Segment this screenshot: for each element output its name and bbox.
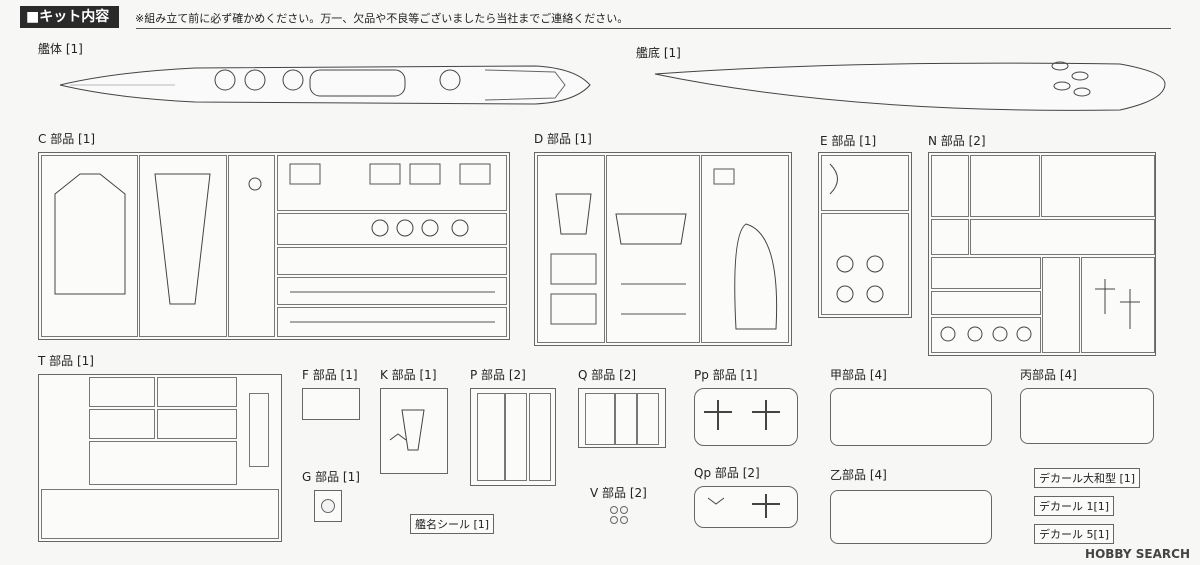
- header-divider: [136, 28, 1171, 29]
- v-parts-label: V 部品 [2]: [590, 486, 647, 500]
- hei-parts-sprue: [1020, 388, 1154, 444]
- qp-parts-label: Qp 部品 [2]: [694, 466, 760, 480]
- e-sub-2: [821, 213, 909, 315]
- c-parts-drawing: [54, 163, 495, 323]
- e-sub-1: [821, 155, 909, 211]
- p-sub-2: [505, 393, 527, 481]
- n-sub-9: [931, 291, 1041, 315]
- c-sub-6: [277, 247, 507, 275]
- hull-drawing: [59, 65, 591, 105]
- hei-parts-label: 丙部品 [4]: [1020, 368, 1077, 382]
- c-sub-8: [277, 307, 507, 337]
- v-part-2: [620, 506, 628, 514]
- g-part: [321, 499, 335, 513]
- bottom-label: 艦底 [1]: [636, 46, 681, 60]
- p-sub-3: [529, 393, 551, 481]
- c-parts-label: C 部品 [1]: [38, 132, 96, 146]
- d-parts-sprue: [534, 152, 792, 346]
- f-parts-label: F 部品 [1]: [302, 368, 358, 382]
- watermark-logo: HOBBY SEARCH: [1085, 547, 1190, 561]
- g-parts-label: G 部品 [1]: [302, 470, 360, 484]
- c-parts-sprue: [38, 152, 510, 340]
- n-sub-6: [931, 257, 1041, 289]
- decal-1-label: デカール 1[1]: [1034, 496, 1115, 516]
- c-sub-7: [277, 277, 507, 305]
- otsu-parts-label: 乙部品 [4]: [830, 468, 887, 482]
- d-sub-1: [537, 155, 605, 343]
- e-parts-sprue: [818, 152, 912, 318]
- v-part-4: [620, 516, 628, 524]
- n-sub-3: [1041, 155, 1155, 217]
- n-sub-5: [970, 219, 1155, 255]
- k-parts-drawing: [389, 409, 425, 451]
- p-parts-label: P 部品 [2]: [470, 368, 526, 382]
- pp-parts-drawing: [704, 400, 780, 430]
- t-sub-4: [157, 409, 237, 439]
- p-sub-1: [477, 393, 505, 481]
- t-sub-6: [249, 393, 269, 467]
- k-parts-sprue: [380, 388, 448, 474]
- otsu-parts-sprue: [830, 490, 992, 544]
- p-parts-sprue: [470, 388, 556, 486]
- n-sub-2: [970, 155, 1040, 217]
- n-parts-label: N 部品 [2]: [928, 134, 986, 148]
- qp-parts-sprue: [694, 486, 798, 528]
- name-seal-label: 艦名シール [1]: [410, 514, 495, 534]
- v-part-1: [610, 506, 618, 514]
- d-sub-3: [701, 155, 789, 343]
- n-sub-1: [931, 155, 969, 217]
- pp-parts-sprue: [694, 388, 798, 446]
- n-sub-7: [1042, 257, 1080, 353]
- decal-5-label: デカール 5[1]: [1034, 524, 1115, 544]
- c-sub-3: [228, 155, 275, 337]
- t-sub-1: [89, 377, 155, 407]
- e-parts-drawing: [829, 163, 884, 303]
- t-sub-5: [89, 441, 237, 485]
- t-sub-7: [41, 489, 279, 539]
- q-parts-sprue: [578, 388, 666, 448]
- header-note: ※組み立て前に必ず確かめください。万一、欠品や不良等ございましたら当社までご連絡…: [135, 12, 629, 25]
- kou-parts-label: 甲部品 [4]: [830, 368, 887, 382]
- n-sub-4: [931, 219, 969, 255]
- c-sub-5: [277, 213, 507, 245]
- c-sub-1: [41, 155, 138, 337]
- f-parts-sprue: [302, 388, 360, 420]
- n-sub-8: [1081, 257, 1155, 353]
- t-parts-sprue: [38, 374, 282, 542]
- c-sub-2: [139, 155, 227, 337]
- n-parts-sprue: [928, 152, 1156, 356]
- q-sub-3: [637, 393, 659, 445]
- v-part-3: [610, 516, 618, 524]
- d-sub-2: [606, 155, 700, 343]
- hull-label: 艦体 [1]: [38, 42, 83, 56]
- pp-parts-label: Pp 部品 [1]: [694, 368, 758, 382]
- section-title: ■キット内容: [20, 6, 120, 28]
- kou-parts-sprue: [830, 388, 992, 446]
- d-parts-drawing: [550, 168, 778, 330]
- q-sub-2: [615, 393, 637, 445]
- t-parts-label: T 部品 [1]: [38, 354, 94, 368]
- q-sub-1: [585, 393, 615, 445]
- k-parts-label: K 部品 [1]: [380, 368, 437, 382]
- t-sub-2: [157, 377, 237, 407]
- qp-parts-drawing: [707, 494, 780, 518]
- d-parts-label: D 部品 [1]: [534, 132, 592, 146]
- t-sub-3: [89, 409, 155, 439]
- q-parts-label: Q 部品 [2]: [578, 368, 637, 382]
- bottom-drawing: [654, 61, 1166, 111]
- n-sub-10: [931, 317, 1041, 353]
- e-parts-label: E 部品 [1]: [820, 134, 877, 148]
- decal-yamato-label: デカール大和型 [1]: [1034, 468, 1141, 488]
- g-parts-sprue: [314, 490, 342, 522]
- header: ■キット内容 ※組み立て前に必ず確かめください。万一、欠品や不良等ございましたら…: [20, 6, 1170, 28]
- n-parts-drawing: [940, 279, 1140, 342]
- c-sub-4: [277, 155, 507, 211]
